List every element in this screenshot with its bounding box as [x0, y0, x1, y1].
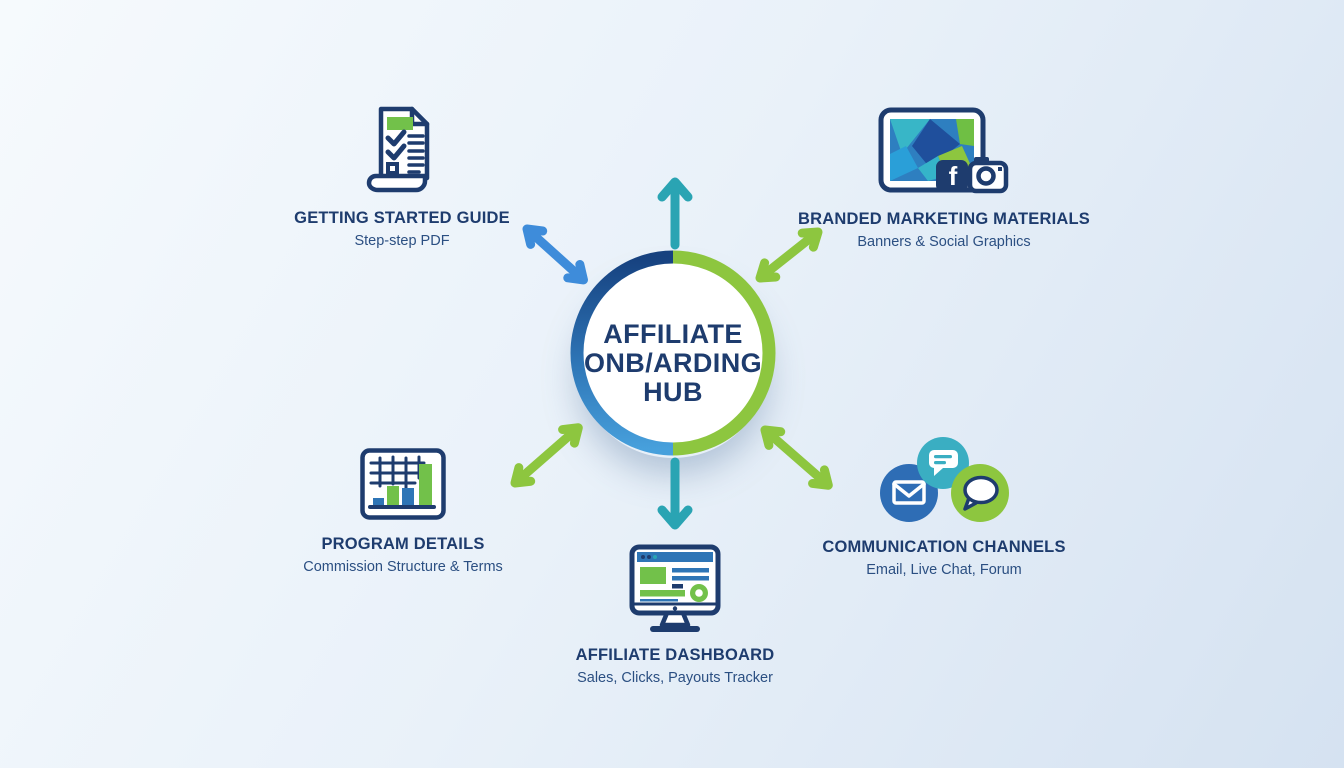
node-title: COMMUNICATION CHANNELS: [822, 538, 1066, 556]
node-title: AFFILIATE DASHBOARD: [575, 646, 775, 664]
node-program-details: PROGRAM DETAILS Commission Structure & T…: [241, 448, 565, 575]
checklist-document-icon: [366, 106, 430, 193]
node-communication-channels: COMMUNICATION CHANNELS Email, Live Chat,…: [782, 436, 1106, 578]
node-branded-marketing-materials: f BRANDED MARKETING MATERIALS Banners & …: [782, 104, 1106, 250]
node-title: PROGRAM DETAILS: [321, 535, 485, 553]
bar-chart-grid-icon: [360, 448, 446, 520]
node-subtitle: Commission Structure & Terms: [303, 559, 503, 575]
node-title: BRANDED MARKETING MATERIALS: [798, 210, 1090, 228]
hub-circle: [570, 250, 776, 456]
double-arrow-upper-left-icon: [522, 224, 588, 285]
forum-bubble-icon: [951, 464, 1009, 522]
live-chat-icon: [917, 437, 969, 489]
hub-title-line3: HUB: [643, 377, 703, 407]
node-getting-started-guide: GETTING STARTED GUIDE Step-step PDF: [240, 104, 564, 249]
hub-title-line1: AFFILIATE: [603, 319, 743, 349]
double-arrow-lower-right-icon: [760, 425, 833, 490]
camera-icon: [967, 157, 1009, 194]
svg-text:f: f: [949, 161, 958, 191]
node-subtitle: Email, Live Chat, Forum: [866, 562, 1022, 578]
monitor-dashboard-icon: [629, 544, 721, 632]
node-subtitle: Step-step PDF: [354, 233, 450, 249]
facebook-icon: f: [936, 160, 968, 192]
double-arrow-lower-left-icon: [510, 423, 583, 488]
double-arrow-upper-right-icon: [755, 227, 823, 283]
node-affiliate-dashboard: AFFILIATE DASHBOARD Sales, Clicks, Payou…: [513, 544, 837, 686]
hub-title-line2: ONB/ARDING: [584, 348, 762, 378]
hub-title: AFFILIATE ONB/ARDING HUB: [563, 320, 783, 407]
node-subtitle: Sales, Clicks, Payouts Tracker: [577, 670, 773, 686]
arrow-up-icon: [657, 177, 693, 250]
node-subtitle: Banners & Social Graphics: [857, 234, 1031, 250]
image-facebook-camera-icon: f: [878, 107, 1009, 194]
email-chat-bubbles-icon: [880, 437, 1009, 522]
arrow-down-icon: [657, 457, 693, 530]
node-title: GETTING STARTED GUIDE: [294, 209, 510, 227]
